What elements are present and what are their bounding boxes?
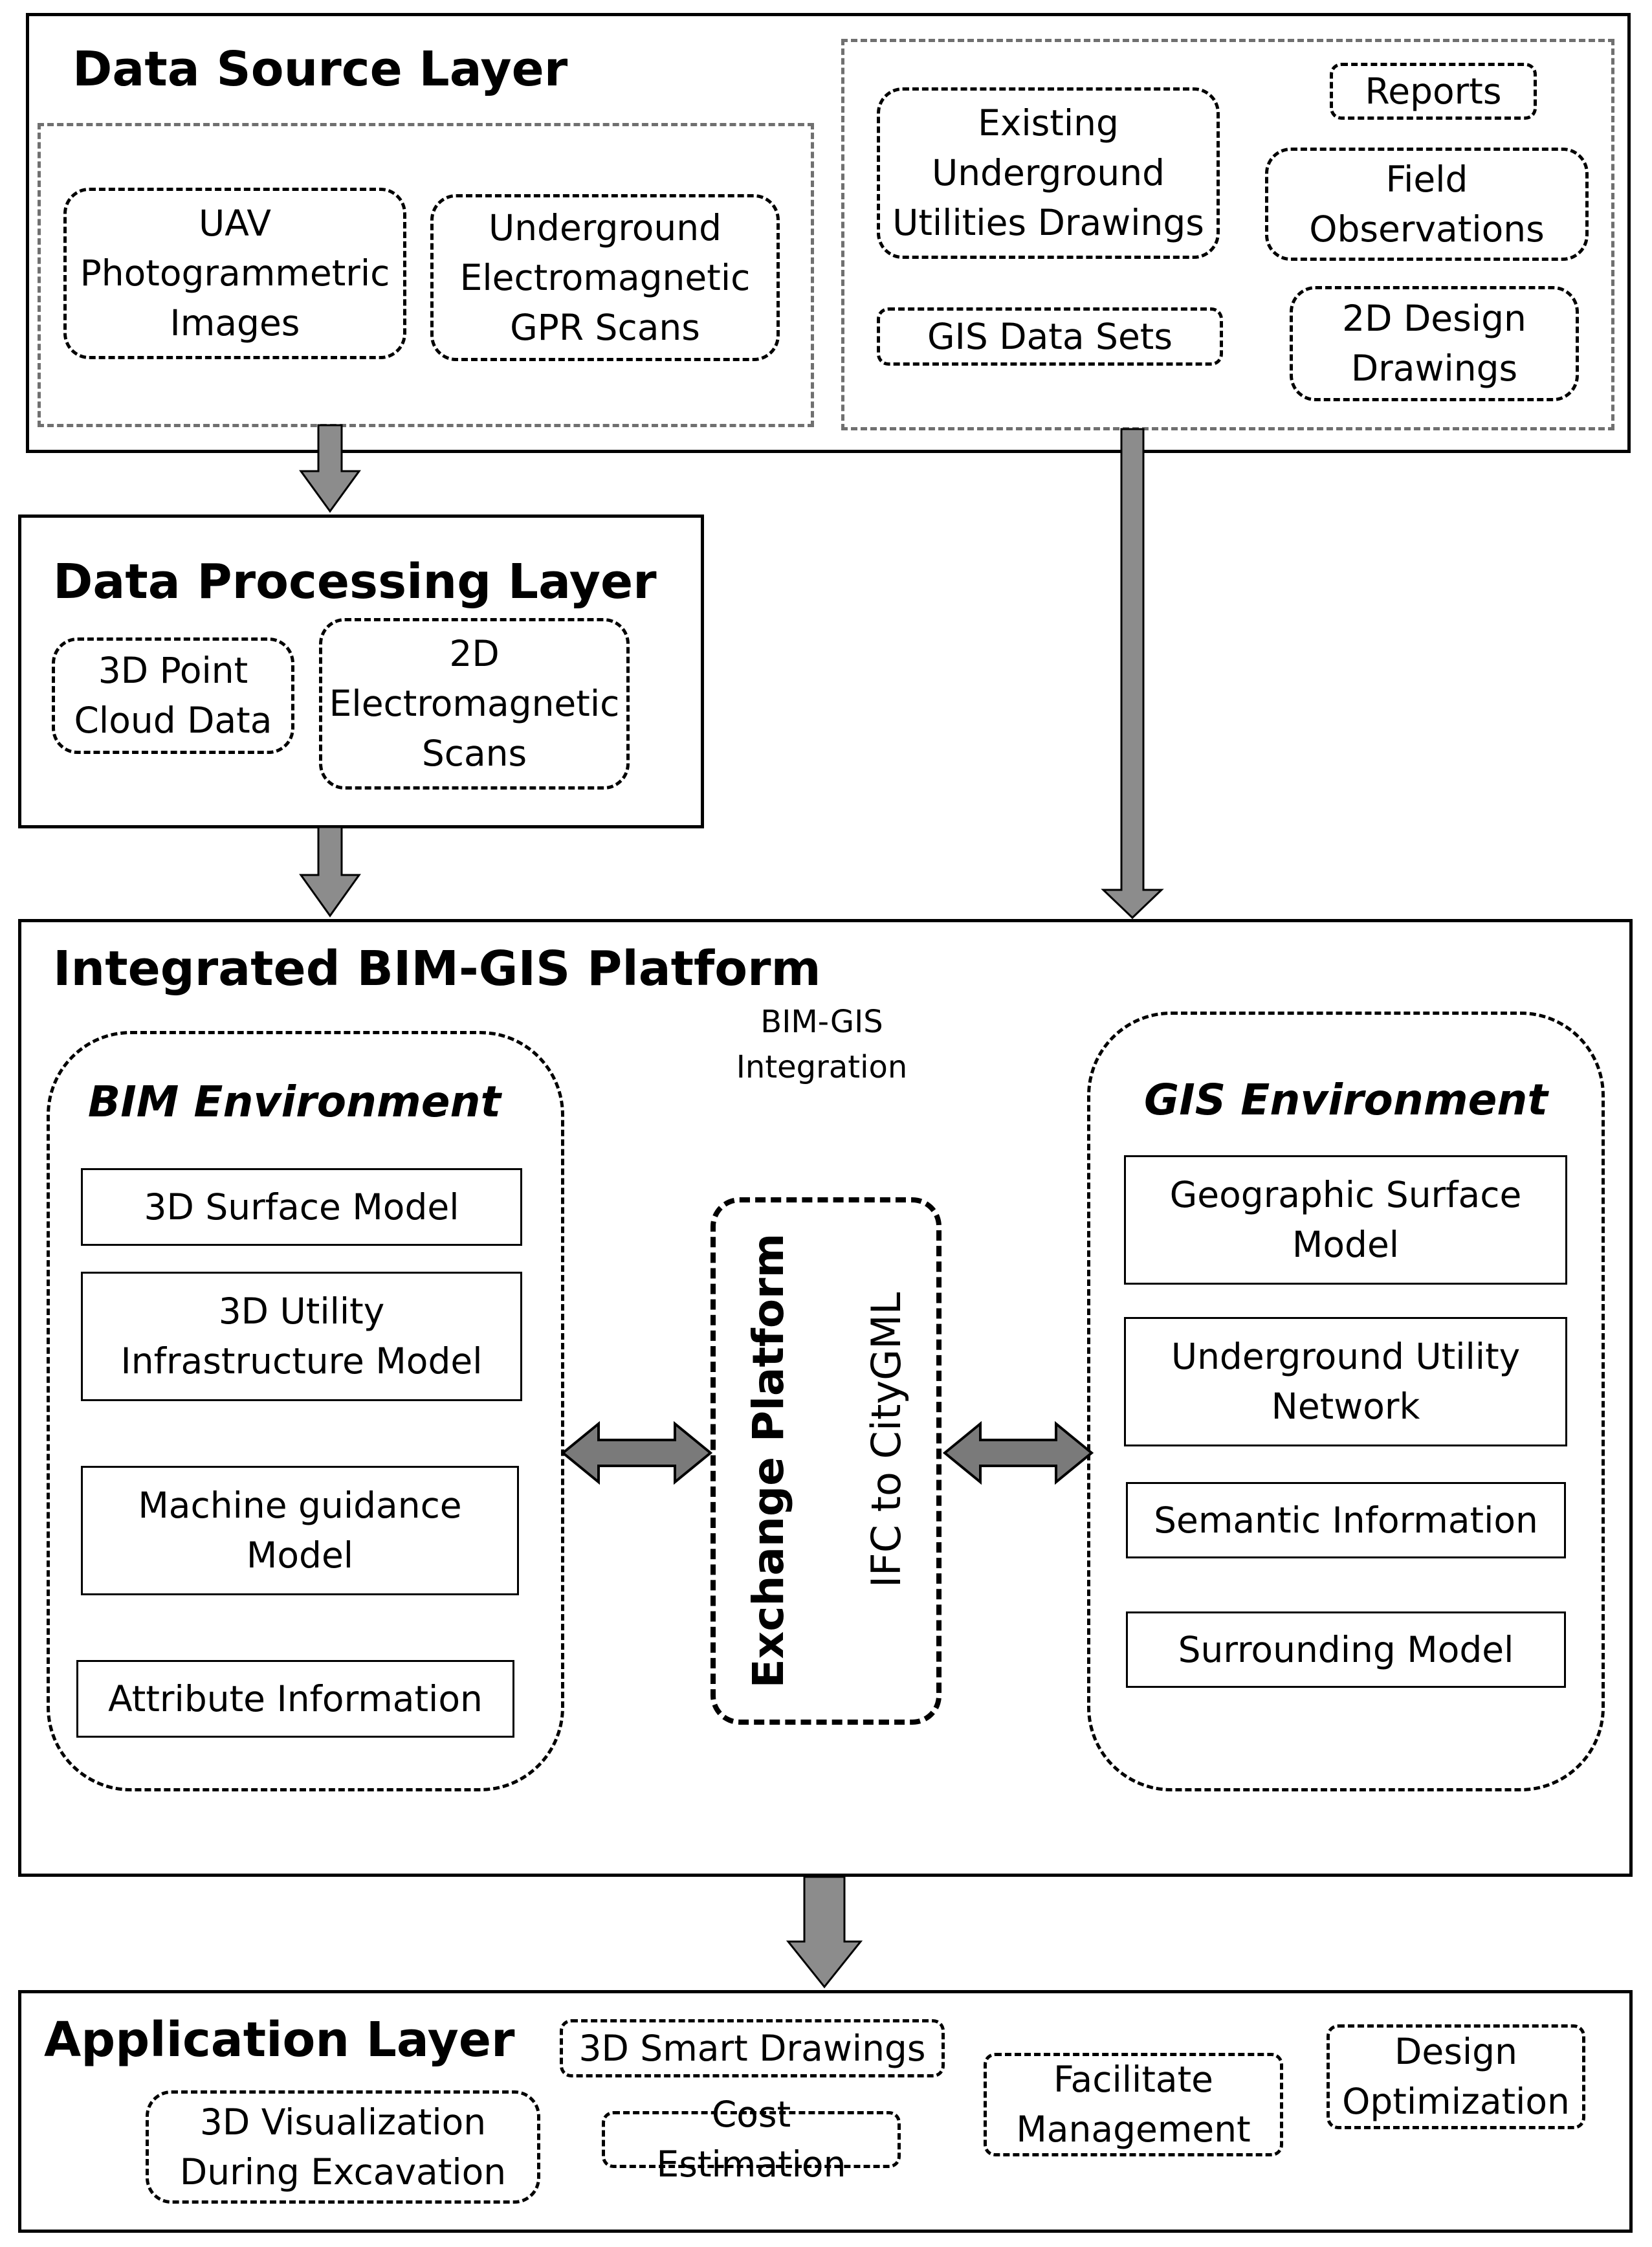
facilitate-management-box: Facilitate Management [984, 2053, 1283, 2156]
data-source-right-group [841, 39, 1614, 430]
arrow-exchange-gis [942, 1421, 1094, 1485]
field-observations-box: Field Observations [1265, 148, 1589, 261]
utility-infrastructure-box: 3D Utility Infrastructure Model [81, 1272, 522, 1401]
data-source-layer [26, 13, 1631, 453]
design-2d-box: 2D Design Drawings [1290, 286, 1579, 401]
bim-environment [47, 1031, 564, 1791]
gpr-scans-box: Underground Electromagnetic GPR Scans [430, 194, 780, 361]
gis-environment [1087, 1012, 1605, 1791]
bim-environment-title: BIM Environment [87, 1077, 501, 1127]
electromagnetic-scans-box: 2D Electromagnetic Scans [319, 618, 630, 790]
arrow-platform-to-application [786, 1876, 863, 1989]
arrow-processing-to-platform [299, 826, 361, 918]
design-optimization-box: Design Optimization [1327, 2024, 1585, 2129]
attribute-info-box: Attribute Information [76, 1660, 514, 1738]
semantic-info-box: Semantic Information [1126, 1482, 1566, 1558]
arrow-bim-exchange [560, 1421, 713, 1485]
data-processing-layer-title: Data Processing Layer [53, 554, 657, 610]
application-layer-title: Application Layer [44, 2012, 515, 2068]
existing-drawings-box: Existing Underground Utilities Drawings [877, 87, 1220, 259]
visualization-box: 3D Visualization During Excavation [146, 2090, 540, 2204]
surface-model-box: 3D Surface Model [81, 1168, 522, 1246]
data-processing-layer [18, 515, 704, 828]
uav-images-box: UAV Photogrammetric Images [63, 188, 406, 359]
data-source-layer-title: Data Source Layer [72, 41, 568, 97]
platform-title: Integrated BIM-GIS Platform [53, 941, 821, 997]
surrounding-model-box: Surrounding Model [1126, 1611, 1566, 1688]
machine-guidance-box: Machine guidance Model [81, 1466, 519, 1595]
integration-label: BIM-GIS Integration [736, 1004, 908, 1085]
arrow-source-to-processing [299, 424, 361, 513]
exchange-platform-box [710, 1197, 942, 1725]
gis-data-sets-box: GIS Data Sets [877, 307, 1223, 366]
smart-drawings-box: 3D Smart Drawings [560, 2019, 945, 2077]
geographic-surface-box: Geographic Surface Model [1124, 1155, 1567, 1285]
reports-box: Reports [1330, 63, 1537, 120]
utility-network-box: Underground Utility Network [1124, 1317, 1567, 1446]
point-cloud-box: 3D Point Cloud Data [52, 637, 294, 754]
data-source-left-group [38, 123, 814, 427]
arrow-source-to-platform [1101, 428, 1164, 920]
bim-gis-platform [18, 919, 1633, 1877]
gis-environment-title: GIS Environment [1144, 1075, 1548, 1125]
